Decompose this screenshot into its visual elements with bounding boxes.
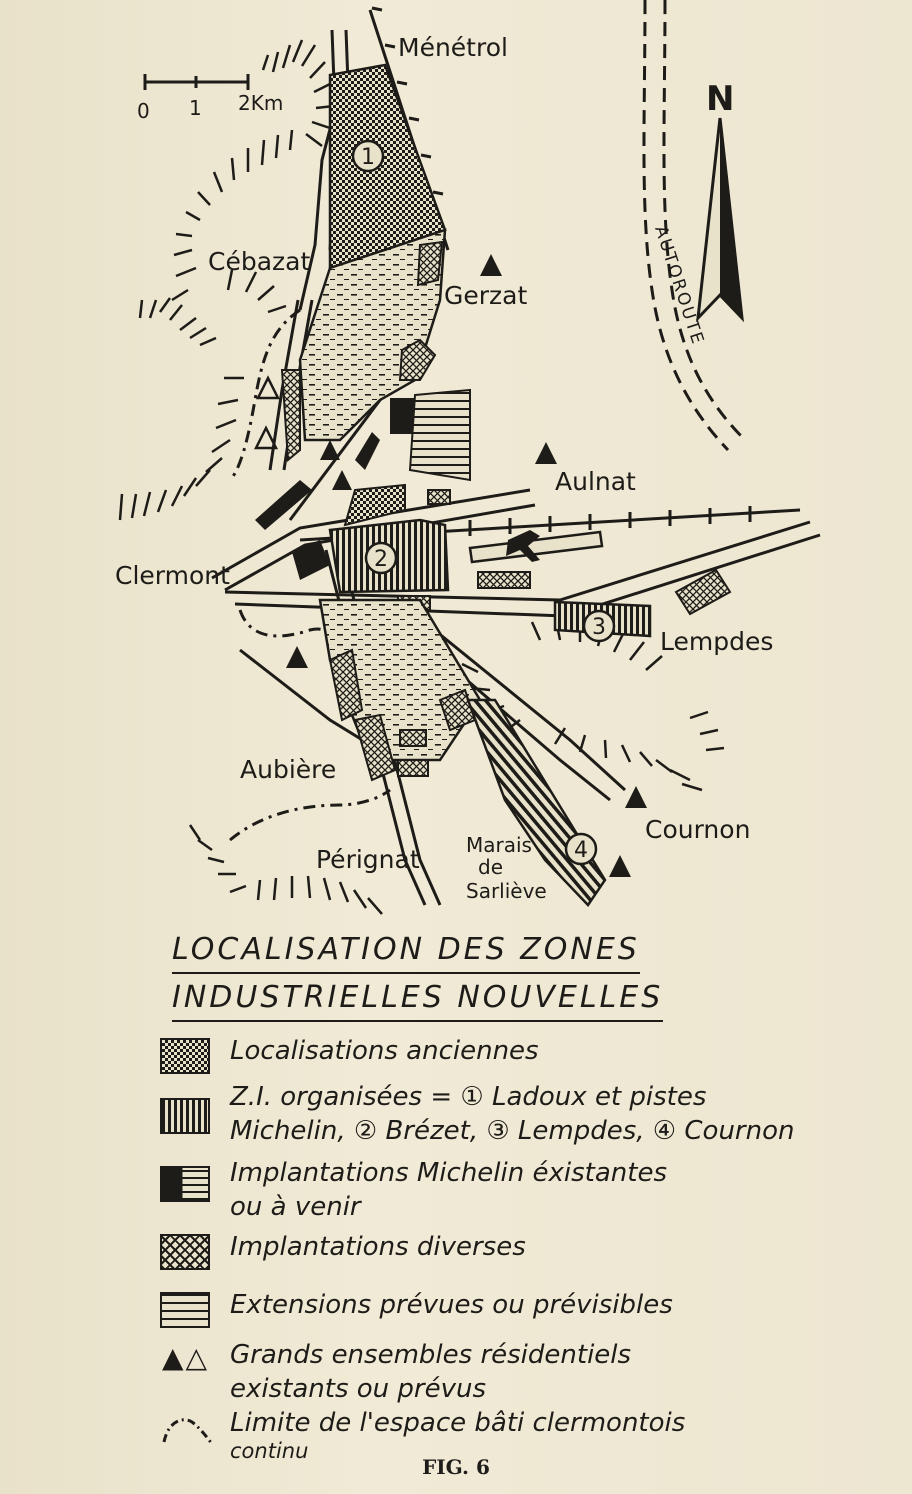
michelin-block-2 bbox=[355, 432, 380, 470]
scale-tick-2: 2Km bbox=[238, 91, 283, 115]
legend-diverse: Implantations diverses bbox=[160, 1230, 810, 1288]
checkered-swatch-icon bbox=[160, 1038, 210, 1074]
label-aubiere: Aubière bbox=[240, 755, 336, 784]
title-line-1: LOCALISATION DES ZONES bbox=[172, 928, 640, 974]
scale-bar: 0 1 2Km bbox=[137, 74, 283, 123]
label-lempdes: Lempdes bbox=[660, 627, 773, 656]
diverse-west bbox=[280, 369, 301, 463]
residential-existing-icon bbox=[332, 470, 352, 490]
zone-number-1: 1 bbox=[361, 145, 375, 170]
diverse-s2 bbox=[353, 713, 397, 782]
residential-planned-icon bbox=[253, 425, 279, 450]
michelin-swatch-icon bbox=[160, 1166, 210, 1202]
residential-planned-icon bbox=[255, 375, 281, 400]
title-line-2: INDUSTRIELLES NOUVELLES bbox=[172, 976, 664, 1022]
label-marais-2: de bbox=[478, 855, 503, 879]
triangle-icon: ▲△ bbox=[162, 1341, 210, 1374]
label-marais-1: Marais bbox=[466, 833, 532, 857]
diverse-east bbox=[674, 568, 732, 616]
diverse-small-2 bbox=[477, 571, 531, 589]
residential-existing-icon bbox=[535, 442, 557, 464]
hill-hachures bbox=[118, 39, 725, 915]
diverse-n1 bbox=[398, 338, 437, 381]
legend-built-limit: Limite de l'espace bâti clermontois cont… bbox=[160, 1406, 810, 1466]
legend-organised-zones: Z.I. organisées = ① Ladoux et pistes Mic… bbox=[160, 1080, 810, 1156]
label-perignat: Pérignat bbox=[316, 845, 420, 874]
diverse-n2 bbox=[416, 240, 444, 287]
legend: Localisations anciennes Z.I. organisées … bbox=[160, 1034, 810, 1466]
place-labels: Ménétrol Cébazat Gerzat Aulnat Clermont … bbox=[115, 33, 773, 903]
scale-tick-1: 1 bbox=[189, 96, 202, 120]
old-center bbox=[343, 483, 406, 527]
michelin-extension bbox=[408, 388, 471, 482]
label-marais-3: Sarliève bbox=[466, 879, 547, 903]
label-menetrol: Ménétrol bbox=[398, 33, 508, 62]
zone-numbers: 1 2 3 4 bbox=[351, 139, 616, 866]
industrial-zones-map: 0 1 2Km N AUTOROUTE bbox=[115, 0, 821, 915]
label-clermont: Clermont bbox=[115, 561, 230, 590]
label-cournon: Cournon bbox=[645, 815, 750, 844]
legend-michelin: Implantations Michelin éxistantes ou à v… bbox=[160, 1156, 810, 1230]
diverse-small-1 bbox=[427, 489, 451, 505]
label-cebazat: Cébazat bbox=[208, 247, 310, 276]
label-gerzat: Gerzat bbox=[444, 281, 527, 310]
zone-number-2: 2 bbox=[374, 547, 388, 572]
residential-existing-icon bbox=[609, 855, 631, 877]
north-label: N bbox=[706, 79, 734, 119]
zone-number-3: 3 bbox=[592, 615, 606, 640]
diverse-s5 bbox=[399, 729, 427, 747]
residential-markers bbox=[253, 254, 647, 877]
dashed-swatch-icon bbox=[160, 1292, 210, 1328]
airplane-icon bbox=[506, 530, 540, 562]
michelin-block-3 bbox=[255, 480, 312, 530]
diverse-s1 bbox=[328, 648, 364, 722]
dash-dot-limit-icon bbox=[162, 1418, 214, 1445]
extension-north bbox=[298, 228, 447, 442]
north-arrow-icon: N bbox=[696, 79, 744, 323]
legend-old-locations: Localisations anciennes bbox=[160, 1034, 810, 1080]
diverse-s4 bbox=[397, 759, 429, 777]
michelin-block-4 bbox=[292, 540, 330, 580]
residential-existing-icon bbox=[480, 254, 502, 276]
legend-residential: ▲△ Grands ensembles résidentiels existan… bbox=[162, 1340, 632, 1404]
vertical-hatch-swatch-icon bbox=[160, 1098, 210, 1134]
residential-existing-icon bbox=[625, 786, 647, 808]
map-title: LOCALISATION DES ZONES INDUSTRIELLES NOU… bbox=[172, 928, 732, 1024]
crosshatch-swatch-icon bbox=[160, 1234, 210, 1270]
residential-existing-icon bbox=[320, 440, 340, 460]
scale-tick-0: 0 bbox=[137, 99, 150, 123]
residential-existing-icon bbox=[286, 646, 308, 668]
zone-number-4: 4 bbox=[574, 838, 588, 863]
figure-caption: FIG. 6 bbox=[422, 1455, 490, 1479]
legend-extensions: Extensions prévues ou prévisibles bbox=[160, 1288, 810, 1338]
airport-runway bbox=[468, 530, 604, 564]
label-aulnat: Aulnat bbox=[555, 467, 636, 496]
